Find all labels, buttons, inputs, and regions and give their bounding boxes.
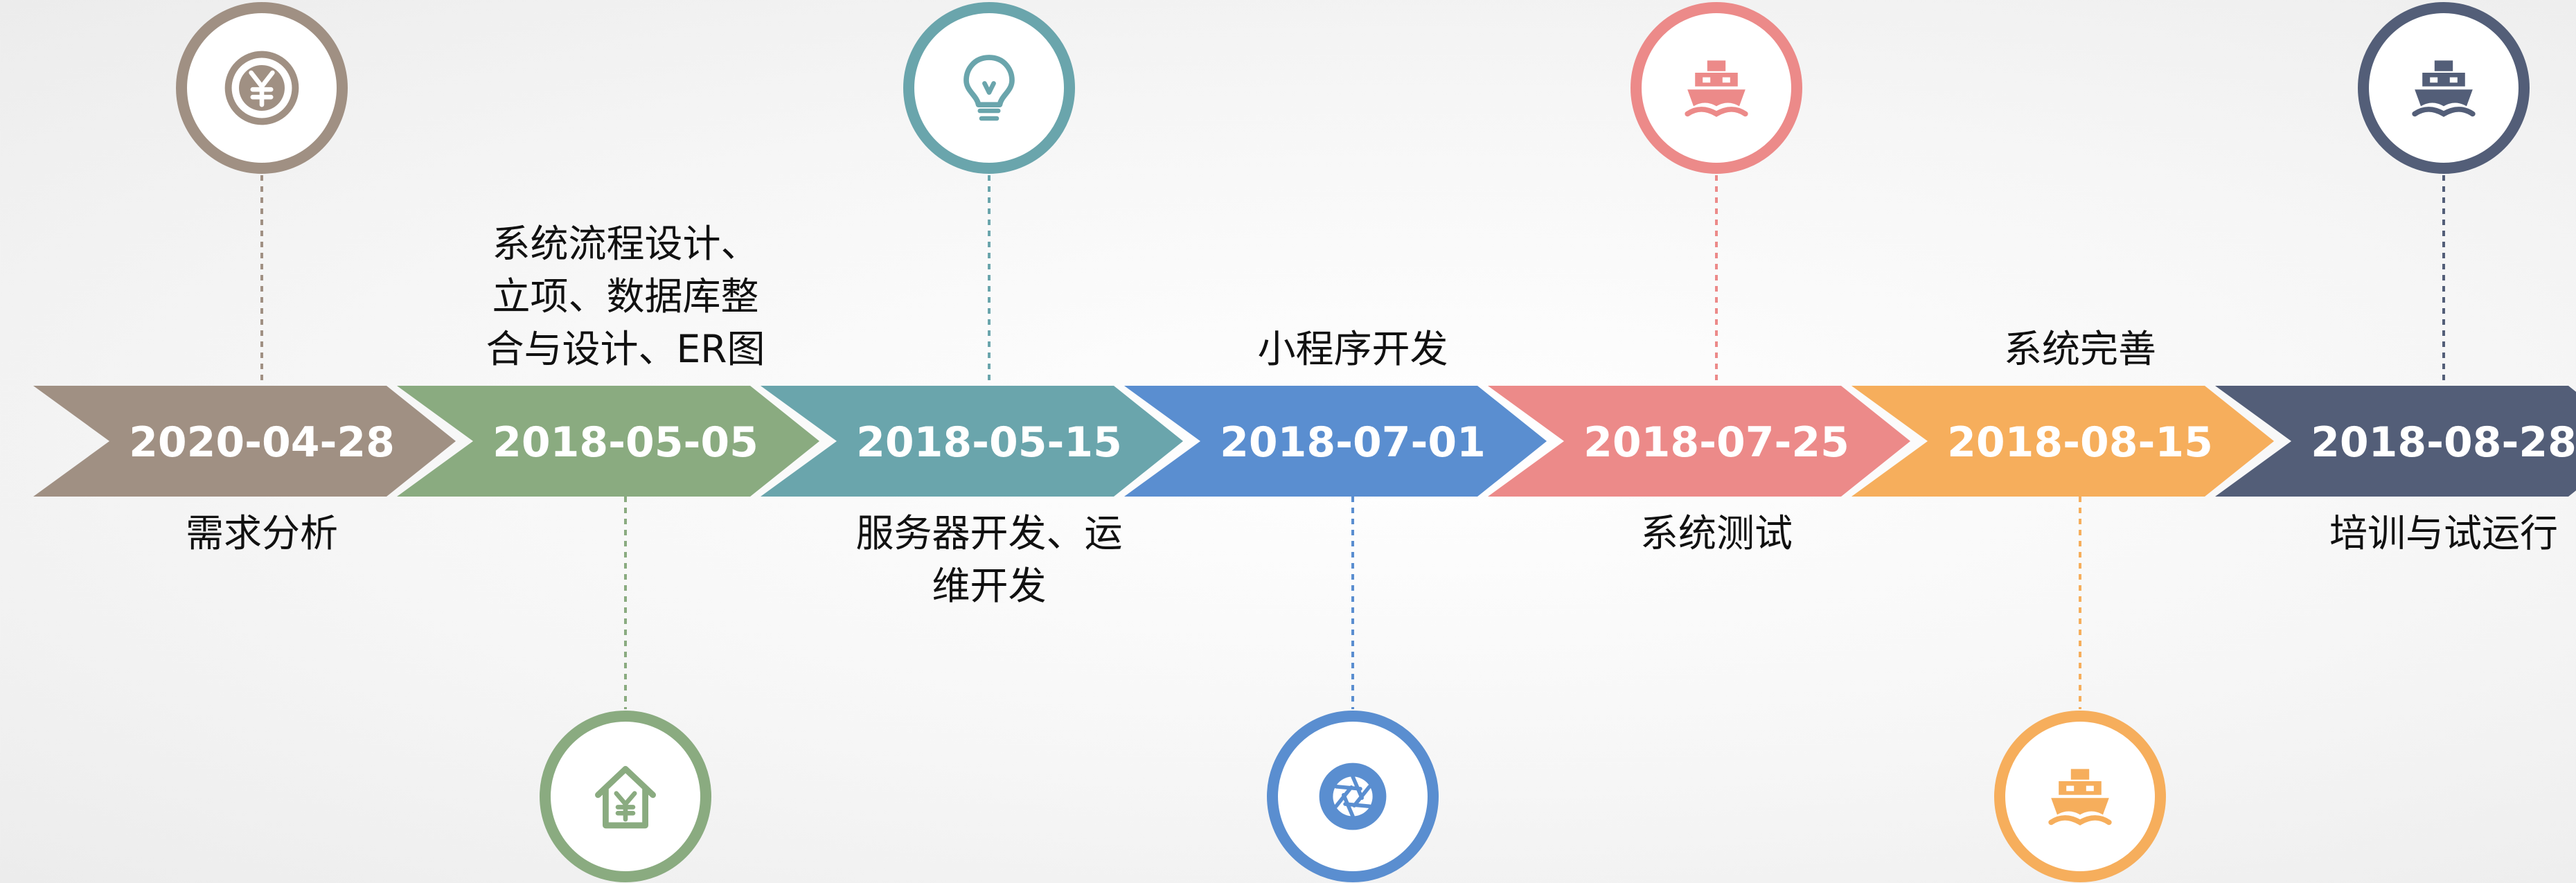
ship-icon (1994, 711, 2166, 882)
milestone-label-5: 系统测试 (1640, 511, 1793, 555)
milestone-date-2: 2018-05-05 (492, 418, 758, 467)
milestone-label-1: 需求分析 (185, 511, 338, 555)
milestone-label-7: 培训与试运行 (2329, 511, 2558, 555)
milestone-date-1: 2020-04-28 (129, 418, 395, 467)
milestone-label-4: 小程序开发 (1257, 327, 1448, 371)
milestone-label-3: 服务器开发、运 维开发 (855, 511, 1123, 608)
lightbulb-icon (903, 2, 1075, 174)
milestone-label-6: 系统完善 (2003, 327, 2156, 371)
timeline-arrow-5 (1488, 386, 1910, 497)
milestone-date-6: 2018-08-15 (1947, 418, 2213, 467)
timeline-arrow-6 (1851, 386, 2274, 497)
milestone-label-wrap-4: 小程序开发 (1187, 0, 1519, 375)
milestone-label-wrap-6: 系统完善 (1914, 0, 2246, 375)
milestone-date-7: 2018-08-28 (2311, 418, 2576, 467)
timeline-arrow-1 (33, 386, 456, 497)
camera-aperture-icon (1267, 711, 1439, 882)
timeline-arrow-3 (761, 386, 1183, 497)
milestone-date-3: 2018-05-15 (856, 418, 1122, 467)
timeline-arrow-4 (1124, 386, 1547, 497)
house-yen-icon (540, 711, 711, 882)
milestone-date-4: 2018-07-01 (1220, 418, 1486, 467)
milestone-date-5: 2018-07-25 (1583, 418, 1849, 467)
ship-icon (1631, 2, 1802, 174)
timeline-arrow-7 (2215, 386, 2576, 497)
timeline-arrow-2 (397, 386, 819, 497)
ship-icon (2358, 2, 2530, 174)
milestone-label-2: 系统流程设计、 立项、数据库整 合与设计、ER图 (486, 222, 765, 371)
yen-coin-icon (176, 2, 348, 174)
milestone-label-wrap-2: 系统流程设计、 立项、数据库整 合与设计、ER图 (459, 0, 792, 375)
